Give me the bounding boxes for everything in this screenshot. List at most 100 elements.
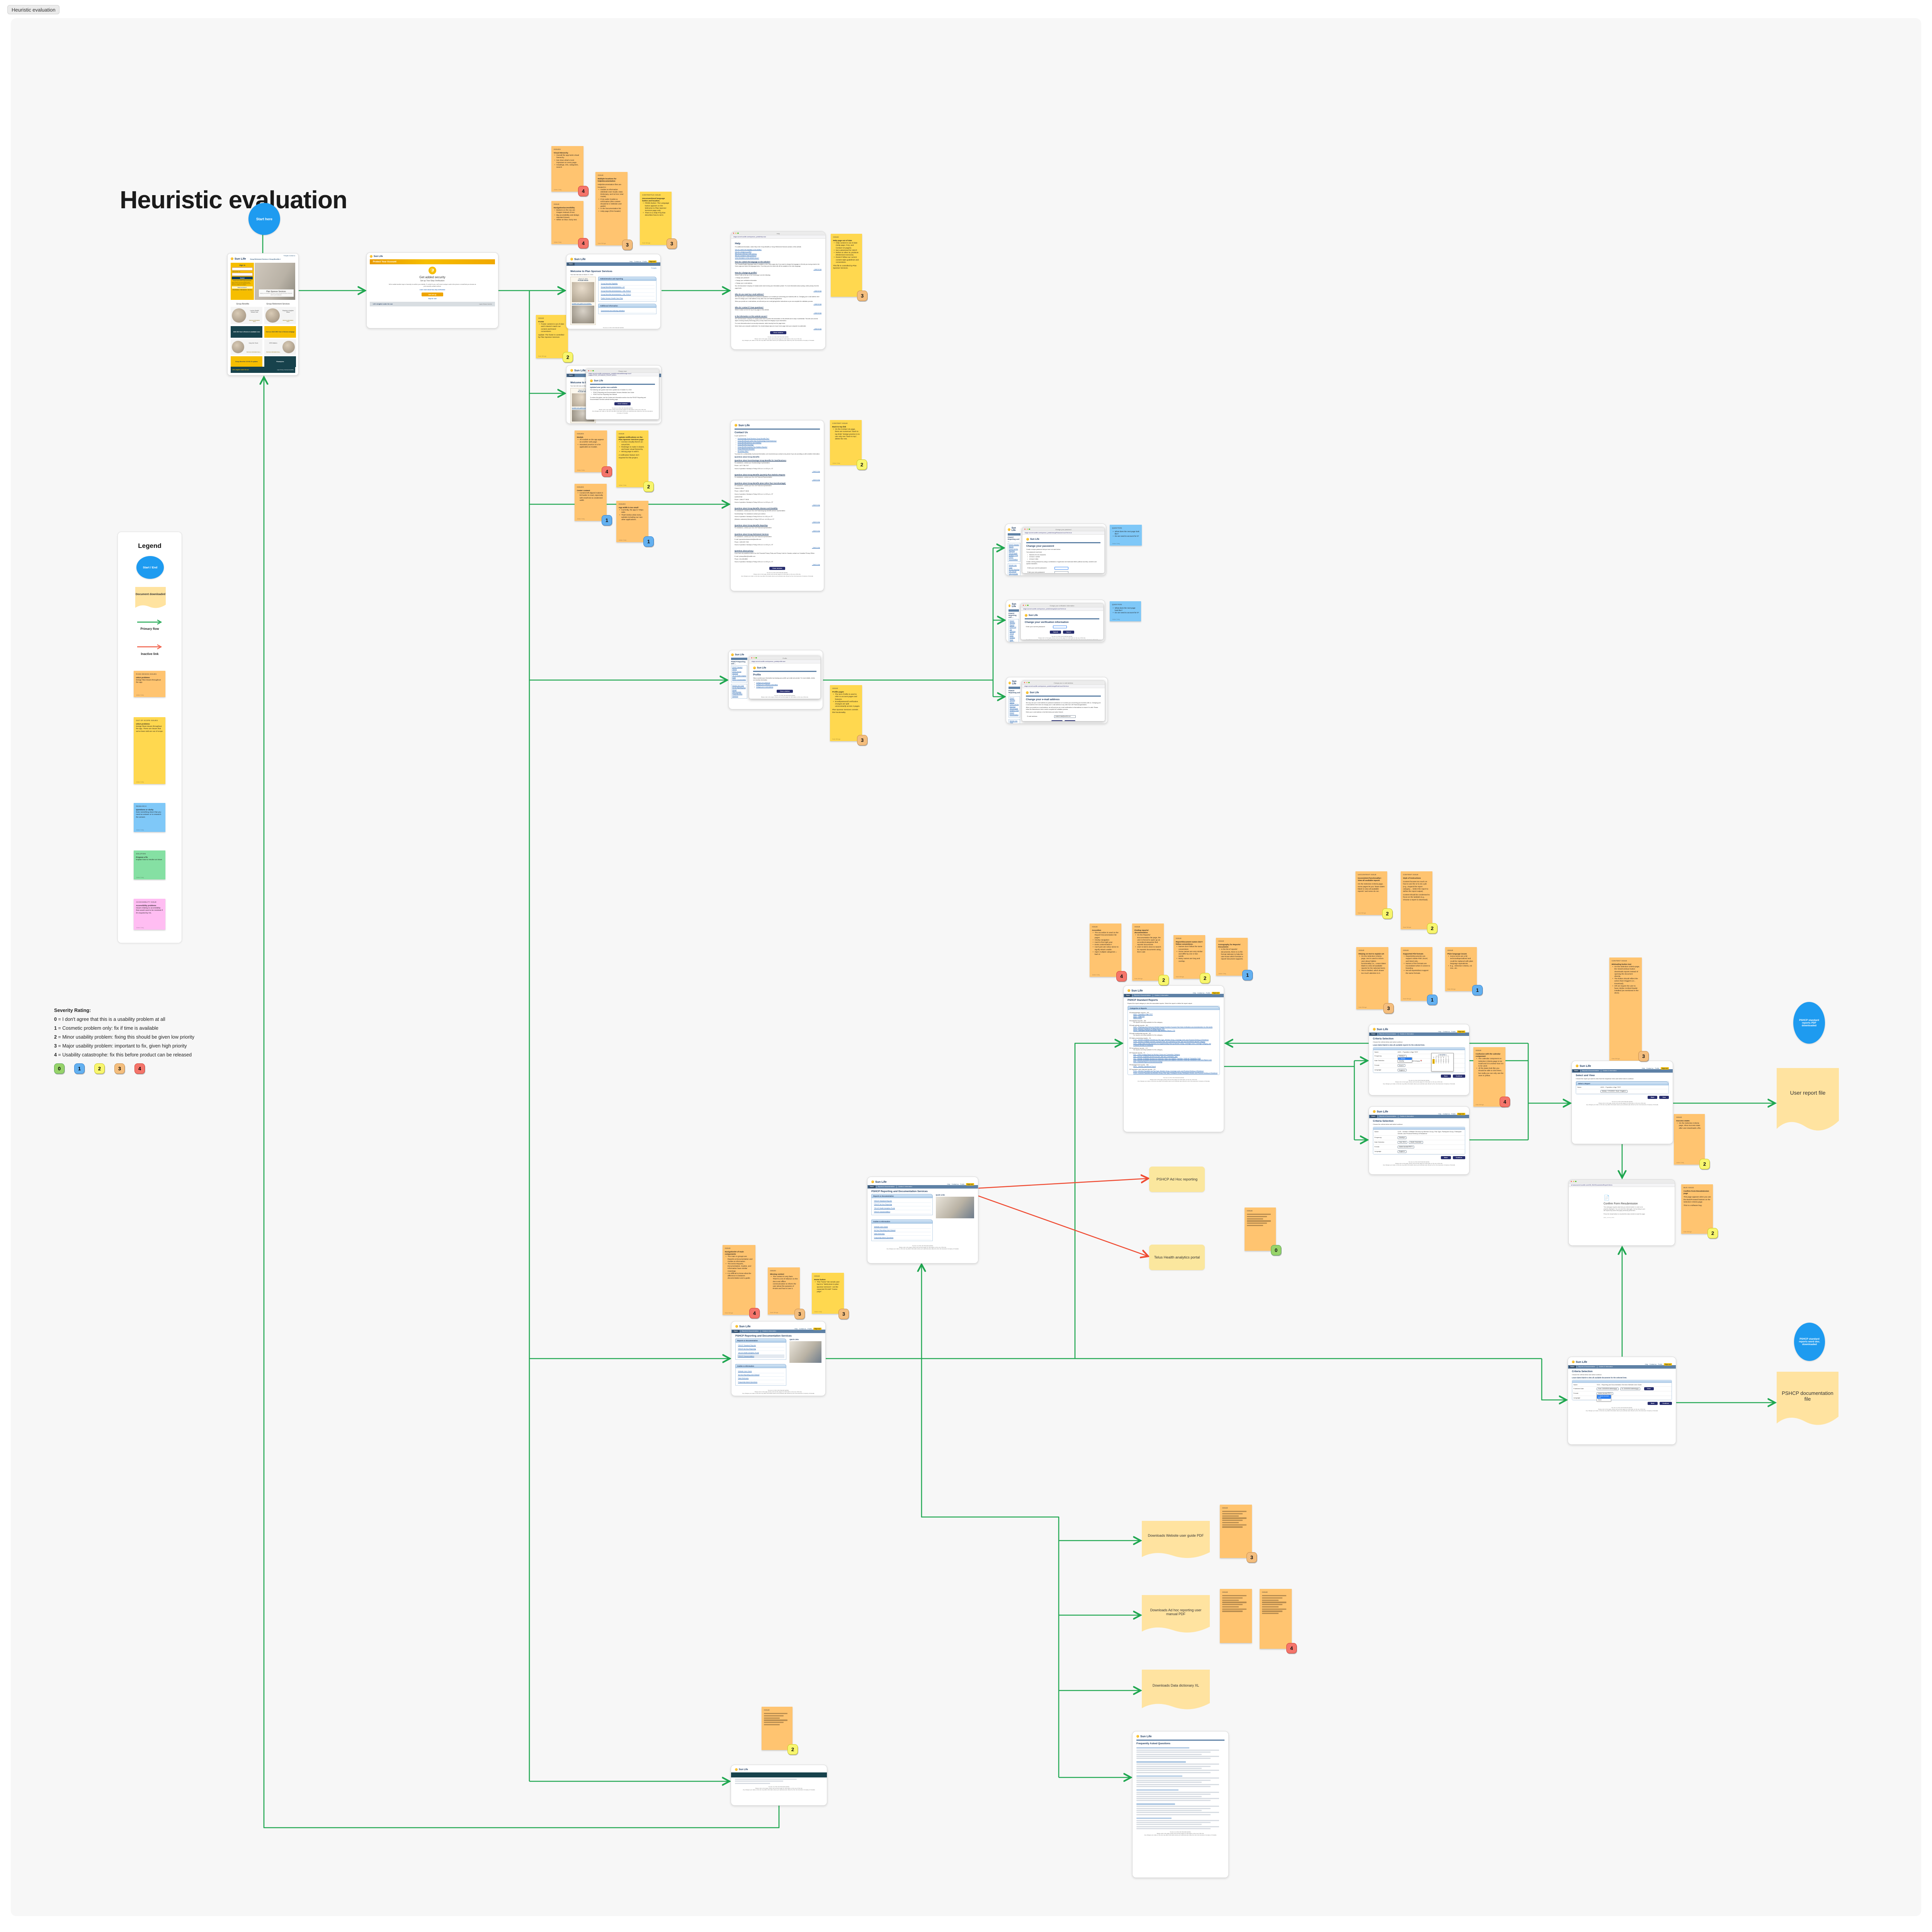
- severity-badge-3[interactable]: 3: [794, 1309, 805, 1319]
- severity-badge-2[interactable]: 2: [787, 1744, 798, 1755]
- severity-badge-1[interactable]: 1: [1242, 970, 1253, 980]
- severity-badge-3[interactable]: 3: [622, 240, 633, 250]
- severity-badge-4[interactable]: 4: [578, 238, 588, 248]
- severity-badge-3[interactable]: 3: [1247, 1552, 1257, 1563]
- portal-box[interactable]: Telus Health analytics portal: [1149, 1245, 1205, 1270]
- document-shape[interactable]: Downloads Data dictionary XL: [1142, 1670, 1210, 1713]
- page-title[interactable]: Heuristic evaluation: [120, 186, 347, 214]
- sticky-note[interactable]: ISSUE: [762, 1707, 793, 1750]
- primary-flow-connector[interactable]: [921, 1359, 1060, 1777]
- sticky-note[interactable]: ISSUE: [1220, 1589, 1252, 1643]
- severity-badge-2[interactable]: 2: [643, 481, 654, 492]
- sticky-note[interactable]: QUESTIONWhat does the next page look lik…: [1110, 525, 1142, 546]
- sticky-note[interactable]: ISSUESModalsAll modals on the app appear…: [575, 430, 607, 472]
- severity-badge-2[interactable]: 2: [1200, 973, 1210, 983]
- severity-badge-0[interactable]: 0: [1271, 1245, 1281, 1255]
- document-shape[interactable]: Downloads Website user guide PDF: [1142, 1521, 1210, 1561]
- severity-badge-1[interactable]: 1: [1472, 985, 1483, 995]
- severity-badge-4[interactable]: 4: [602, 466, 612, 477]
- portal-box[interactable]: PSHCP Ad Hoc reporting: [1149, 1167, 1205, 1192]
- screenshot-confirm[interactable]: at www.sunnet.sunlife.com/GB_RADS/wca/se…: [1568, 1179, 1675, 1246]
- severity-badge-2[interactable]: 2: [1699, 1159, 1710, 1169]
- severity-badge-1[interactable]: 1: [1427, 995, 1437, 1005]
- severity-badge-3[interactable]: 3: [857, 735, 867, 745]
- inactive-link-connector[interactable]: [978, 1179, 1147, 1189]
- sticky-note[interactable]: ISSUE: [1260, 1589, 1292, 1649]
- primary-flow-connector[interactable]: [264, 379, 780, 1828]
- primary-flow-connector[interactable]: [1074, 1043, 1121, 1359]
- severity-badge-3[interactable]: 3: [1638, 1051, 1649, 1061]
- severity-badge-4[interactable]: 4: [1116, 971, 1127, 981]
- severity-badge-4[interactable]: 4: [749, 1308, 760, 1318]
- sticky-note[interactable]: ISSUE: [1245, 1208, 1276, 1251]
- severity-badge-2[interactable]: 2: [1158, 975, 1169, 985]
- start-circle[interactable]: Start here: [248, 203, 280, 235]
- severity-badge-2[interactable]: 2: [1382, 908, 1393, 919]
- end-circle[interactable]: PSHCP standard reports word doc. downloa…: [1794, 1323, 1825, 1361]
- sticky-note[interactable]: ISSUEAccordionThe accordion is used on t…: [1090, 923, 1121, 977]
- severity-badge-1[interactable]: 1: [602, 515, 612, 526]
- document-shape[interactable]: Downloads Ad hoc reporting user manual P…: [1142, 1595, 1210, 1636]
- severity-badge-3[interactable]: 3: [838, 1309, 849, 1319]
- severity-badge-3[interactable]: 3: [857, 291, 867, 301]
- severity-badge-2[interactable]: 2: [1708, 1228, 1718, 1238]
- severity-badge-2[interactable]: 2: [1427, 923, 1437, 934]
- severity-badge-1[interactable]: 1: [74, 1063, 85, 1074]
- severity-badge-1[interactable]: 1: [643, 536, 654, 547]
- severity-badge-3[interactable]: 3: [1383, 1003, 1394, 1014]
- board-name-tab[interactable]: Heuristic evaluation: [7, 5, 60, 14]
- document-shape[interactable]: PSHCP documentation file: [1777, 1372, 1838, 1429]
- primary-flow-connector[interactable]: [1541, 1359, 1565, 1400]
- inactive-link-connector[interactable]: [978, 1195, 1147, 1256]
- document-shape[interactable]: User report file: [1777, 1068, 1839, 1136]
- end-circle[interactable]: PSHCP standard reports PDF downloaded: [1793, 1002, 1825, 1044]
- severity-badge-2[interactable]: 2: [857, 459, 867, 470]
- severity-rating-key[interactable]: Severity Rating:0 = I don't agree that t…: [54, 1006, 263, 1083]
